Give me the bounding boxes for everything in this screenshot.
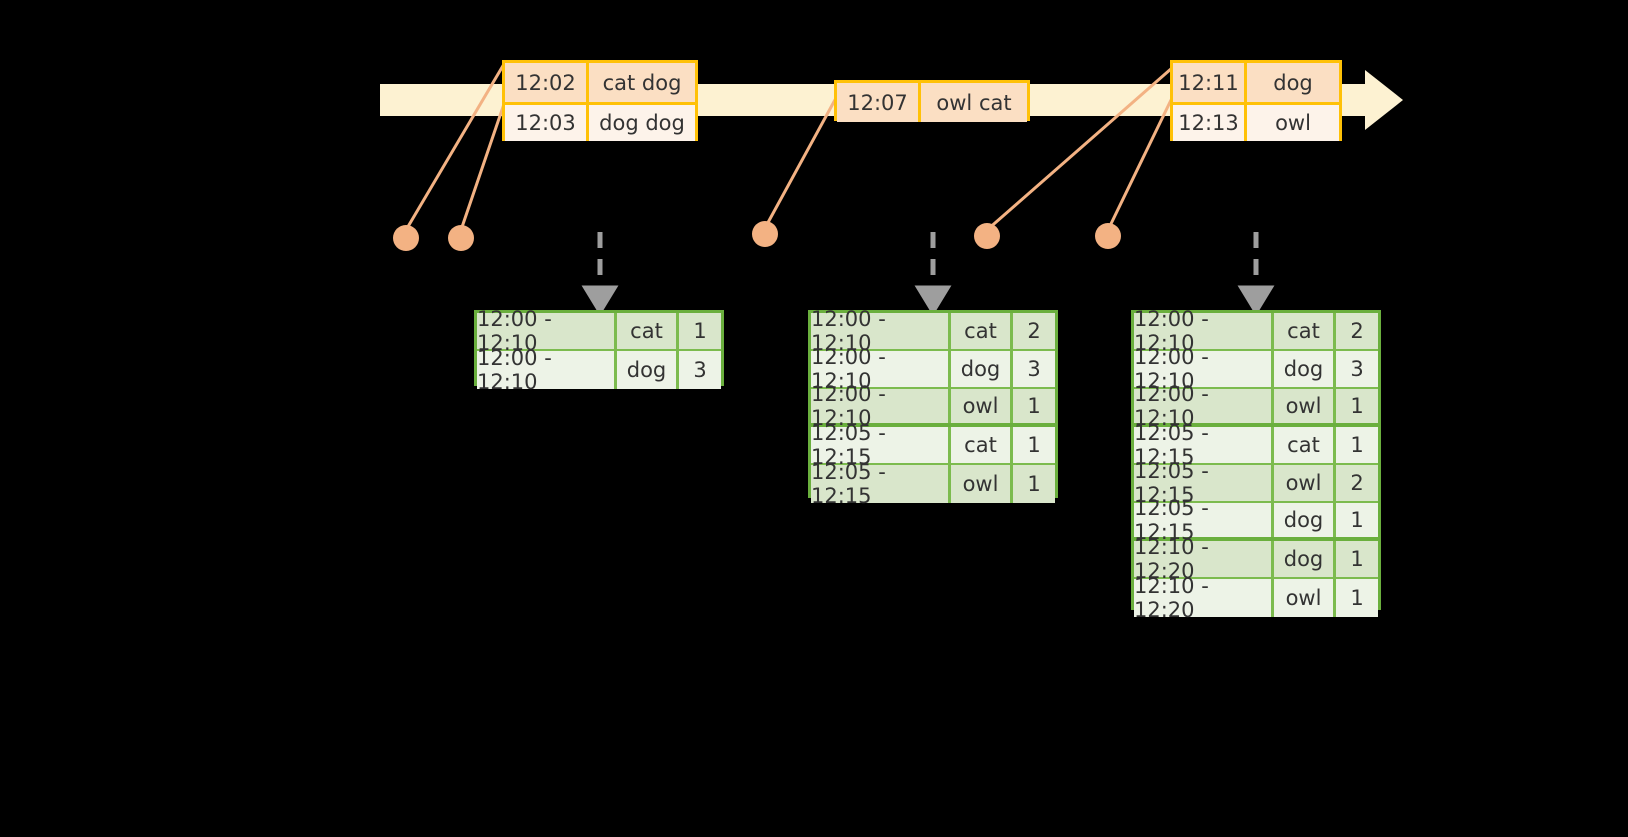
key-cell: cat [951, 427, 1013, 463]
window-cell: 12:05 - 12:15 [1134, 459, 1274, 507]
event-row[interactable]: 12:07 owl cat [837, 83, 1027, 122]
event-value: dog [1247, 63, 1339, 102]
count-cell: 2 [1336, 465, 1378, 501]
count-cell: 1 [1336, 503, 1378, 537]
window-cell: 12:05 - 12:15 [1134, 496, 1274, 544]
table-row[interactable]: 12:00 - 12:10 owl 1 [1134, 382, 1378, 430]
event-row[interactable]: 12:11 dog [1173, 63, 1339, 102]
connector-dot-1 [393, 225, 419, 251]
count-cell: 1 [1336, 427, 1378, 463]
table-row[interactable]: 12:00 - 12:10 owl 1 [811, 382, 1055, 430]
table-row[interactable]: 12:05 - 12:15 dog 1 [1134, 496, 1378, 544]
table-row[interactable]: 12:00 - 12:10 dog 3 [477, 346, 721, 394]
window-cell: 12:05 - 12:15 [811, 421, 951, 469]
connector-dot-2 [448, 225, 474, 251]
event-group-2[interactable]: 12:07 owl cat [834, 80, 1030, 122]
count-cell: 1 [1013, 465, 1055, 503]
window-cell: 12:05 - 12:15 [1134, 421, 1274, 469]
event-value: owl [1247, 105, 1339, 141]
event-value: cat dog [589, 63, 695, 102]
window-cell: 12:00 - 12:10 [1134, 307, 1274, 355]
connector-dot-5 [1095, 223, 1121, 249]
window-cell: 12:00 - 12:10 [811, 382, 951, 430]
event-row[interactable]: 12:02 cat dog [505, 63, 695, 102]
key-cell: cat [617, 313, 679, 349]
count-cell: 3 [679, 351, 721, 389]
count-cell: 1 [1013, 389, 1055, 423]
result-table-1[interactable]: 12:00 - 12:10 cat 1 12:00 - 12:10 dog 3 [474, 307, 724, 394]
count-cell: 3 [1013, 351, 1055, 387]
key-cell: owl [951, 465, 1013, 503]
event-value: dog dog [589, 105, 695, 141]
count-cell: 1 [1336, 541, 1378, 577]
timeline-arrow-right-icon [1365, 70, 1403, 130]
key-cell: owl [1274, 579, 1336, 617]
key-cell: cat [1274, 313, 1336, 349]
window-cell: 12:05 - 12:15 [811, 460, 951, 508]
table-row[interactable]: 12:05 - 12:15 owl 1 [811, 460, 1055, 508]
key-cell: dog [1274, 503, 1336, 537]
count-cell: 1 [1013, 427, 1055, 463]
event-row[interactable]: 12:03 dog dog [505, 102, 695, 141]
event-value: owl cat [921, 83, 1027, 122]
key-cell: dog [951, 351, 1013, 387]
table-row[interactable]: 12:05 - 12:15 cat 1 [811, 421, 1055, 469]
table-row[interactable]: 12:10 - 12:20 owl 1 [1134, 574, 1378, 622]
event-time: 12:07 [837, 83, 921, 122]
result-table-3[interactable]: 12:00 - 12:10 cat 2 12:00 - 12:10 dog 3 … [1131, 307, 1381, 622]
table-row[interactable]: 12:00 - 12:10 cat 2 [811, 307, 1055, 355]
window-cell: 12:10 - 12:20 [1134, 574, 1274, 622]
table-row[interactable]: 12:05 - 12:15 owl 2 [1134, 459, 1378, 507]
count-cell: 2 [1013, 313, 1055, 349]
event-group-3[interactable]: 12:11 dog 12:13 owl [1170, 60, 1342, 141]
event-time: 12:13 [1173, 105, 1247, 141]
table-row[interactable]: 12:00 - 12:10 cat 2 [1134, 307, 1378, 355]
event-group-1[interactable]: 12:02 cat dog 12:03 dog dog [502, 60, 698, 141]
key-cell: owl [1274, 389, 1336, 423]
event-time: 12:03 [505, 105, 589, 141]
key-cell: dog [1274, 541, 1336, 577]
count-cell: 2 [1336, 313, 1378, 349]
key-cell: owl [1274, 465, 1336, 501]
count-cell: 3 [1336, 351, 1378, 387]
table-row[interactable]: 12:10 - 12:20 dog 1 [1134, 535, 1378, 583]
connector-dot-4 [974, 223, 1000, 249]
event-time: 12:11 [1173, 63, 1247, 102]
event-row[interactable]: 12:13 owl [1173, 102, 1339, 141]
count-cell: 1 [1336, 389, 1378, 423]
window-cell: 12:00 - 12:10 [1134, 382, 1274, 430]
key-cell: cat [951, 313, 1013, 349]
connector-dot-3 [752, 221, 778, 247]
event-time: 12:02 [505, 63, 589, 102]
key-cell: dog [1274, 351, 1336, 387]
window-cell: 12:00 - 12:10 [477, 346, 617, 394]
window-cell: 12:00 - 12:10 [811, 307, 951, 355]
table-row[interactable]: 12:00 - 12:10 dog 3 [811, 345, 1055, 393]
count-cell: 1 [679, 313, 721, 349]
key-cell: dog [617, 351, 679, 389]
window-cell: 12:10 - 12:20 [1134, 535, 1274, 583]
key-cell: cat [1274, 427, 1336, 463]
window-cell: 12:00 - 12:10 [477, 307, 617, 355]
key-cell: owl [951, 389, 1013, 423]
count-cell: 1 [1336, 579, 1378, 617]
result-table-2[interactable]: 12:00 - 12:10 cat 2 12:00 - 12:10 dog 3 … [808, 307, 1058, 508]
table-row[interactable]: 12:05 - 12:15 cat 1 [1134, 421, 1378, 469]
